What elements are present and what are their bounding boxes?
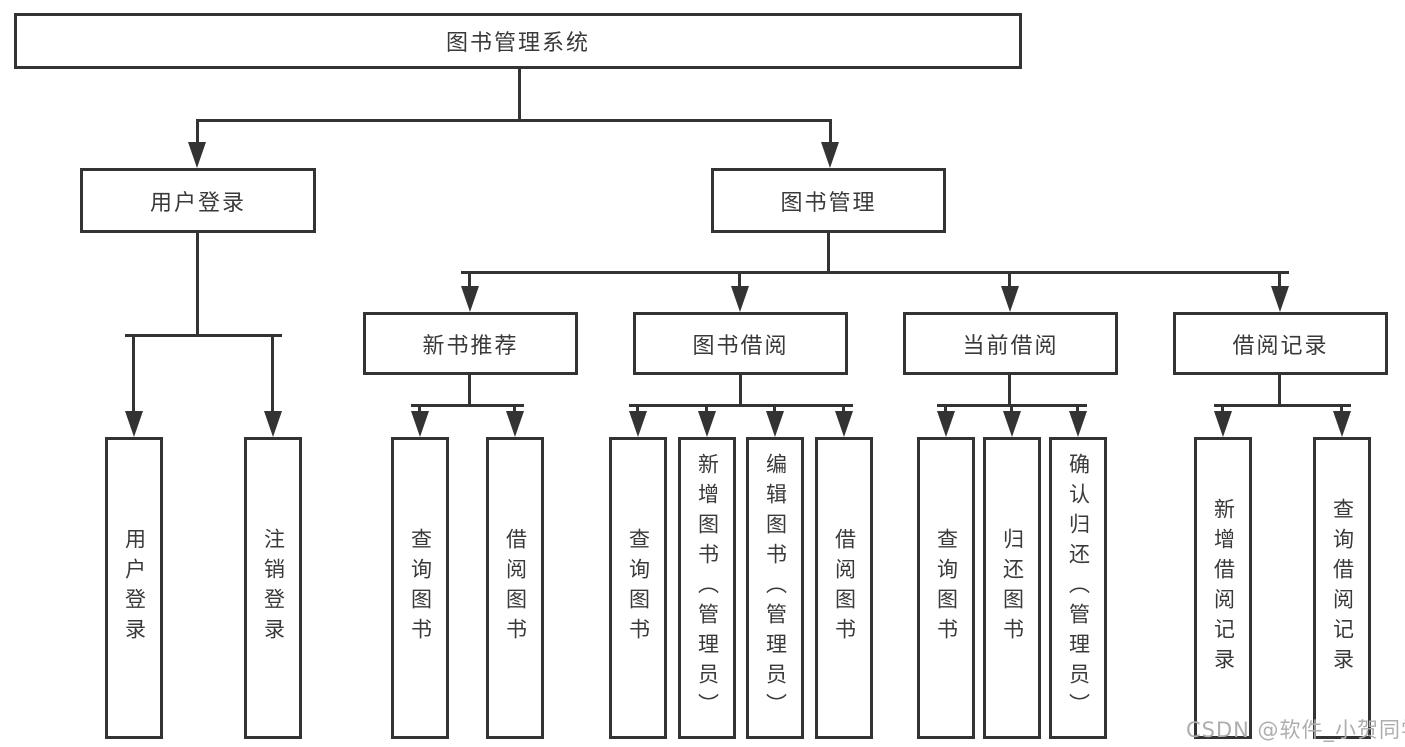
- connector-vline: [196, 233, 199, 336]
- connector-vline: [271, 337, 274, 415]
- leaf-label: 查询图书: [934, 528, 959, 648]
- node-borrowing-records: 借阅记录: [1173, 312, 1388, 375]
- arrow-down-icon: [1333, 411, 1351, 437]
- connector-vline: [132, 337, 135, 415]
- leaf-label: 查询图书: [626, 528, 651, 648]
- node-library-management-system: 图书管理系统: [14, 13, 1022, 69]
- connector-vline: [468, 375, 471, 406]
- node-book-borrowing: 图书借阅: [633, 312, 848, 375]
- connector-hline: [411, 404, 524, 407]
- connector-hline: [196, 119, 832, 122]
- leaf-label: 编辑图书（管理员）: [763, 453, 788, 723]
- arrow-down-icon: [411, 411, 429, 437]
- node-label: 图书借阅: [692, 333, 789, 359]
- arrow-down-icon: [125, 411, 143, 437]
- leaf-label: 确认归还（管理员）: [1066, 453, 1091, 723]
- connector-vline: [1278, 274, 1281, 290]
- leaf-newrec-search-books: 查询图书: [391, 437, 449, 739]
- node-new-book-recommendation: 新书推荐: [363, 312, 578, 375]
- arrow-down-icon: [766, 411, 784, 437]
- connector-vline: [518, 69, 521, 122]
- leaf-borrowing-add-books-admin: 新增图书（管理员）: [678, 437, 736, 739]
- connector-vline: [827, 233, 830, 274]
- leaf-label: 用户登录: [122, 528, 147, 648]
- leaf-logout: 注销登录: [244, 437, 302, 739]
- leaf-current-search-books: 查询图书: [917, 437, 975, 739]
- node-label: 图书管理: [780, 190, 877, 216]
- node-label: 图书管理系统: [445, 31, 590, 56]
- node-book-management: 图书管理: [711, 168, 946, 233]
- leaf-label: 借阅图书: [832, 528, 857, 648]
- leaf-label: 查询借阅记录: [1330, 498, 1355, 678]
- arrow-down-icon: [1003, 411, 1021, 437]
- arrow-down-icon: [698, 411, 716, 437]
- connector-hline: [125, 334, 282, 337]
- connector-hline: [937, 404, 1087, 407]
- leaf-borrowing-borrow-books: 借阅图书: [815, 437, 873, 739]
- connector-vline: [738, 274, 741, 290]
- connector-vline: [1008, 274, 1011, 290]
- leaf-current-return-books: 归还图书: [983, 437, 1041, 739]
- leaf-records-search-borrow-record: 查询借阅记录: [1313, 437, 1371, 739]
- connector-vline: [829, 122, 832, 146]
- connector-vline: [739, 375, 742, 406]
- watermark: CSDN @软件_小贺同学: [1186, 718, 1405, 742]
- arrow-down-icon: [731, 286, 749, 312]
- arrow-down-icon: [629, 411, 647, 437]
- leaf-user-login: 用户登录: [105, 437, 163, 739]
- leaf-label: 归还图书: [1000, 528, 1025, 648]
- leaf-label: 注销登录: [261, 528, 286, 648]
- leaf-current-confirm-return-admin: 确认归还（管理员）: [1049, 437, 1107, 739]
- node-label: 新书推荐: [422, 333, 519, 359]
- leaf-label: 借阅图书: [503, 528, 528, 648]
- arrow-down-icon: [506, 411, 524, 437]
- node-label: 借阅记录: [1232, 333, 1329, 359]
- leaf-borrowing-edit-books-admin: 编辑图书（管理员）: [746, 437, 804, 739]
- leaf-label: 新增借阅记录: [1211, 498, 1236, 678]
- leaf-label: 查询图书: [408, 528, 433, 648]
- connector-hline: [461, 271, 1289, 274]
- connector-vline: [1008, 375, 1011, 406]
- connector-vline: [196, 122, 199, 146]
- arrow-down-icon: [1271, 286, 1289, 312]
- node-label: 当前借阅: [962, 333, 1059, 359]
- arrow-down-icon: [835, 411, 853, 437]
- arrow-down-icon: [821, 142, 839, 168]
- leaf-newrec-borrow-books: 借阅图书: [486, 437, 544, 739]
- leaf-records-add-borrow-record: 新增借阅记录: [1194, 437, 1252, 739]
- connector-hline: [629, 404, 853, 407]
- arrow-down-icon: [1214, 411, 1232, 437]
- arrow-down-icon: [1069, 411, 1087, 437]
- node-user-login: 用户登录: [80, 168, 316, 233]
- connector-vline: [468, 274, 471, 290]
- leaf-borrowing-search-books: 查询图书: [609, 437, 667, 739]
- node-label: 用户登录: [149, 190, 246, 216]
- connector-hline: [1214, 404, 1351, 407]
- arrow-down-icon: [461, 286, 479, 312]
- leaf-label: 新增图书（管理员）: [695, 453, 720, 723]
- connector-vline: [1278, 375, 1281, 406]
- arrow-down-icon: [1001, 286, 1019, 312]
- arrow-down-icon: [264, 411, 282, 437]
- arrow-down-icon: [937, 411, 955, 437]
- arrow-down-icon: [188, 142, 206, 168]
- node-current-borrowing: 当前借阅: [903, 312, 1118, 375]
